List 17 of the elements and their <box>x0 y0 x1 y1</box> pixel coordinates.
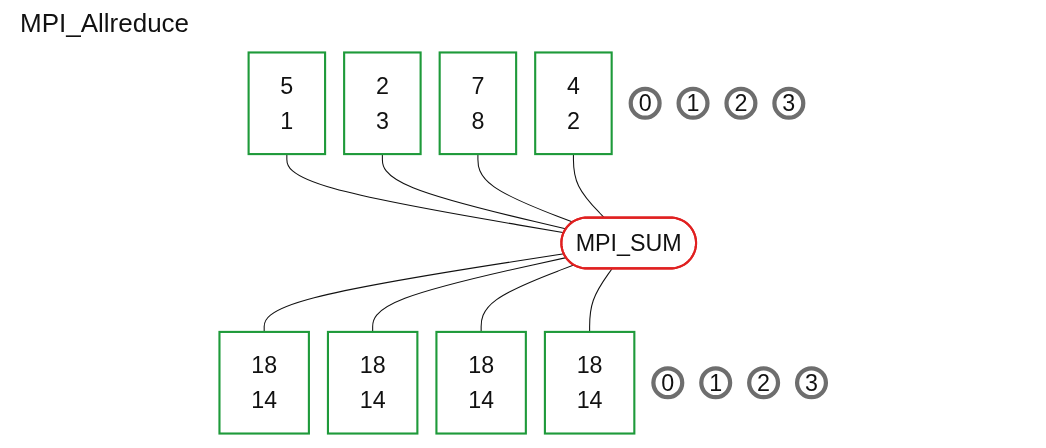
node-box: 18 14 <box>435 330 528 435</box>
node-box: 2 3 <box>343 51 422 156</box>
node-circle: 0 <box>628 86 662 120</box>
node-box: 18 14 <box>218 330 311 435</box>
node-box: 5 1 <box>247 51 327 156</box>
node-box: 4 2 <box>534 51 614 156</box>
node-circle: 1 <box>699 366 733 400</box>
node-circle: 0 <box>651 366 685 400</box>
node-box: 18 14 <box>327 330 419 435</box>
diagram-title: MPI_Allreduce <box>20 8 190 39</box>
node-circle: 3 <box>772 86 806 120</box>
node-circle: 2 <box>724 86 758 120</box>
node-circle: 1 <box>676 86 710 120</box>
node-box: 18 14 <box>544 330 636 435</box>
node-circle: 3 <box>795 366 829 400</box>
node-circle: 2 <box>747 366 781 400</box>
node-box: 7 8 <box>438 51 518 156</box>
